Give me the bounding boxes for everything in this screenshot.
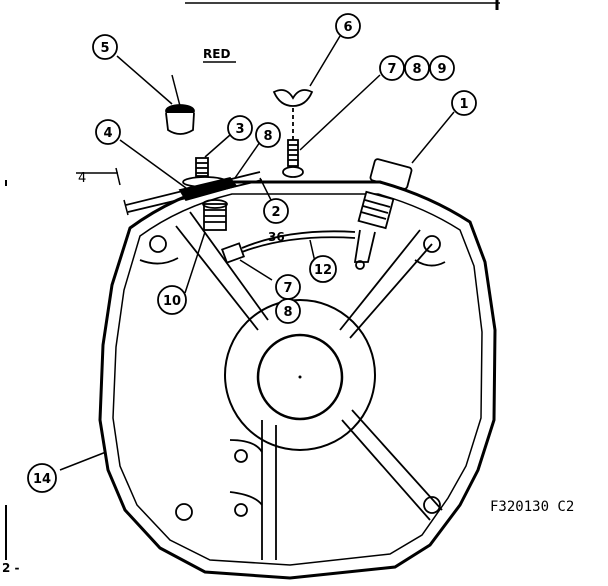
housing-inner-outline	[112, 193, 483, 566]
callout-12	[309, 255, 337, 283]
callout-6-text: 6	[343, 20, 352, 35]
callout-6	[335, 13, 361, 39]
wing-nut-part-6	[272, 89, 314, 140]
mounting-lugs	[139, 235, 446, 521]
hub-outer-ring	[224, 299, 376, 451]
callout-3-text: 3	[235, 122, 244, 137]
callout-4	[95, 119, 121, 145]
red-cap-part-5	[165, 104, 195, 135]
callout-7-a	[379, 55, 405, 81]
connector-part-1	[353, 158, 413, 270]
callout-8-c	[275, 298, 301, 324]
figure-code: F320130 C2	[490, 499, 574, 515]
hub-center-dot	[298, 375, 302, 379]
hub-bearing-bore	[256, 333, 344, 421]
page-mark: 2 -	[2, 561, 20, 575]
callout-8-a	[404, 55, 430, 81]
housing-outer-outline	[98, 180, 497, 580]
screw-washer-assembly	[125, 157, 263, 213]
callout-8-c-text: 8	[283, 305, 292, 320]
terminal-post-part-10	[202, 199, 228, 231]
wire-lead-part-12	[220, 230, 356, 264]
callout-2	[263, 198, 289, 224]
leader-lines	[59, 35, 455, 471]
stud-part-7-8-9	[282, 139, 304, 178]
callout-14	[27, 463, 57, 493]
callout-9-text: 9	[437, 62, 446, 77]
callout-8-b	[255, 122, 281, 148]
callout-1	[451, 90, 477, 116]
wire-gauge-label: 36	[268, 230, 285, 244]
callout-8-a-text: 8	[412, 62, 421, 77]
callout-5	[92, 34, 118, 60]
callout-12-text: 12	[314, 263, 332, 278]
callout-4-text: 4	[103, 126, 112, 141]
dimension-four-label: 4	[78, 171, 86, 186]
callout-7-a-text: 7	[387, 62, 396, 77]
callout-7-b-text: 7	[283, 281, 292, 296]
callouts	[27, 13, 477, 493]
red-label: RED	[203, 47, 230, 61]
callout-9	[429, 55, 455, 81]
callout-14-text: 14	[33, 472, 51, 487]
dimension-four	[76, 167, 129, 216]
callout-2-text: 2	[271, 205, 280, 220]
callout-10	[157, 285, 187, 315]
callout-10-text: 10	[163, 294, 181, 309]
callout-5-text: 5	[100, 41, 109, 56]
callout-1-text: 1	[459, 97, 468, 112]
callout-8-b-text: 8	[263, 129, 272, 144]
ribs	[175, 211, 443, 560]
callout-3	[227, 115, 253, 141]
